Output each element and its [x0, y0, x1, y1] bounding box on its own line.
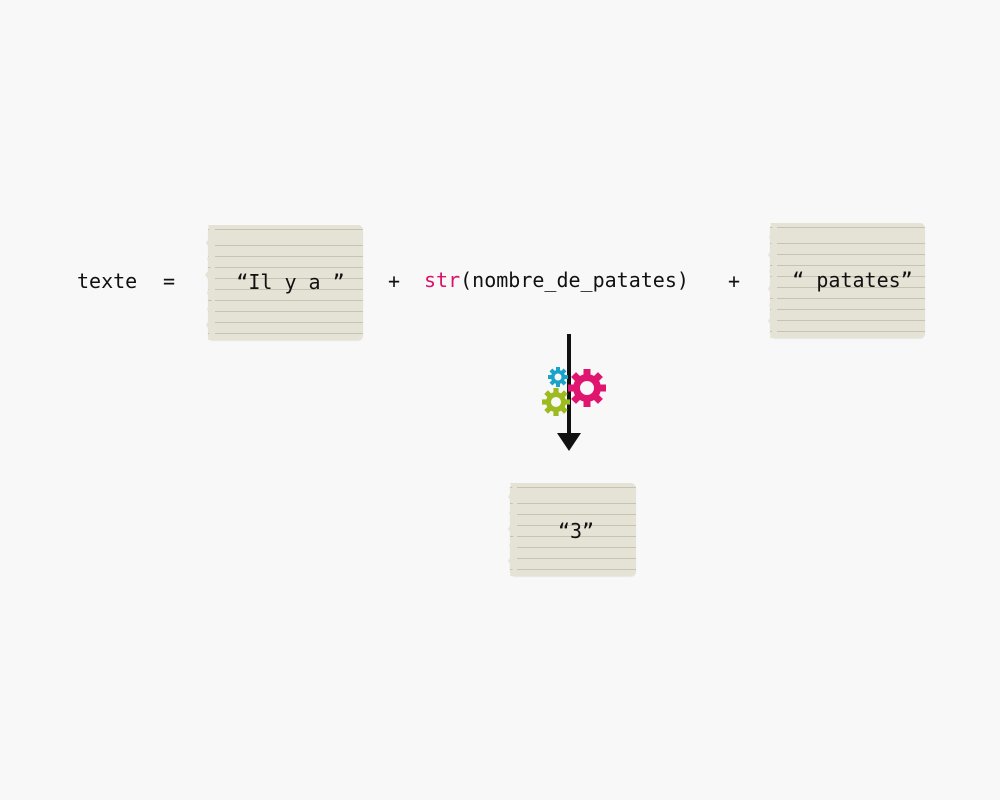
- string-literal: “ patates”: [792, 268, 913, 292]
- string-note-left: “Il y a ”: [205, 225, 363, 340]
- result-note: “3”: [508, 483, 636, 576]
- gears-icon: [542, 367, 606, 416]
- variable-name: texte: [77, 269, 138, 293]
- plus-operator: +: [388, 269, 401, 293]
- torn-edge-icon: [205, 225, 215, 340]
- function-call: str(nombre_de_patates): [424, 268, 689, 292]
- torn-edge-icon: [508, 483, 517, 576]
- result-string: “3”: [557, 519, 595, 543]
- string-note-right: “ patates”: [768, 223, 925, 338]
- torn-edge-icon: [768, 223, 777, 338]
- plus-operator: +: [728, 269, 741, 293]
- function-argument: (nombre_de_patates): [460, 268, 689, 292]
- str-keyword: str: [424, 268, 461, 292]
- equals-sign: =: [163, 269, 176, 293]
- string-literal: “Il y a ”: [236, 270, 345, 294]
